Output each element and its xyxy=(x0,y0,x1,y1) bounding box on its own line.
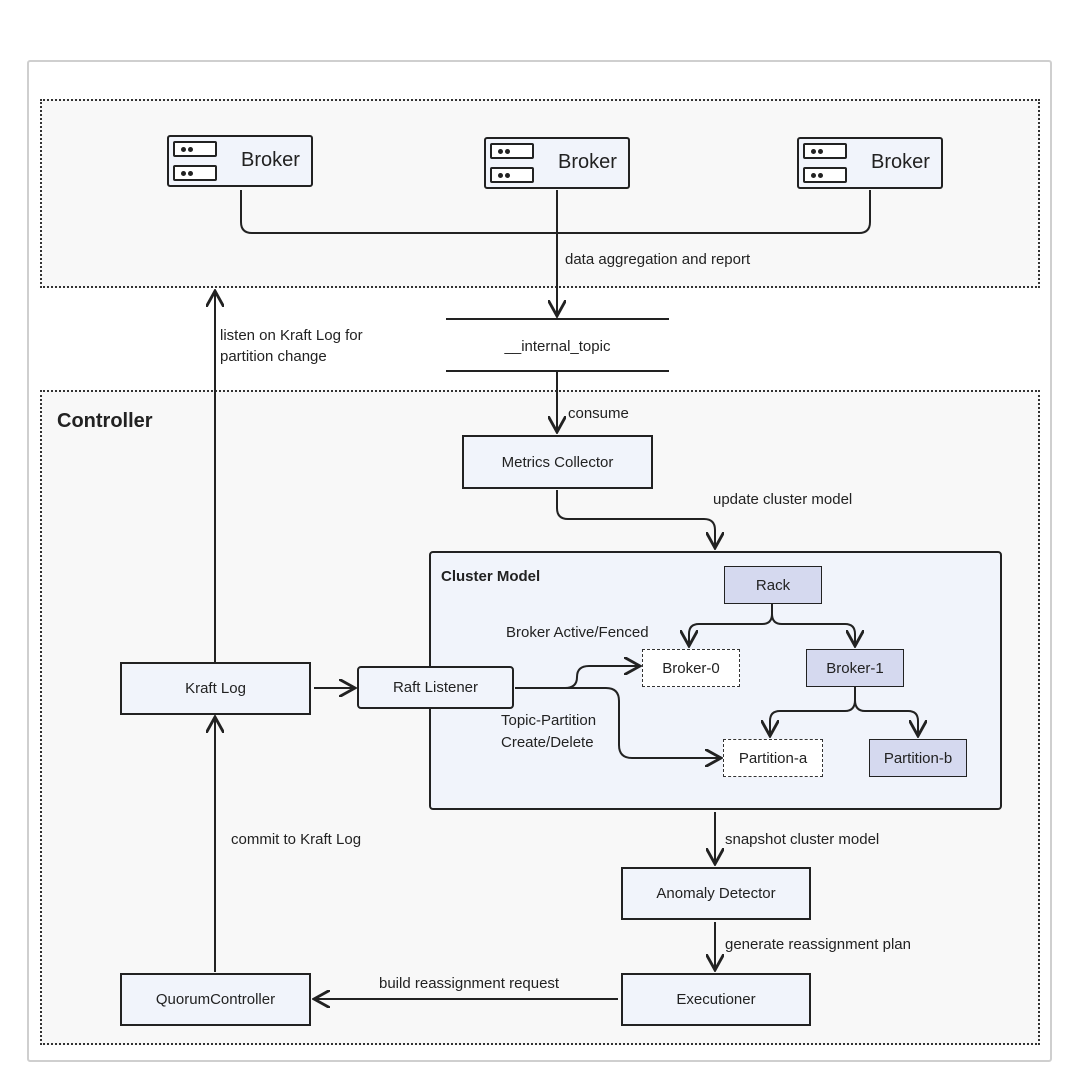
broker-state-label: Broker Active/Fenced xyxy=(506,624,649,641)
snapshot-label: snapshot cluster model xyxy=(725,831,880,848)
diagram-frame xyxy=(27,60,1052,1062)
server-slot-icon xyxy=(803,143,847,159)
rack-node: Rack xyxy=(724,566,822,604)
cluster-model-title: Cluster Model xyxy=(441,568,541,585)
server-slot-icon xyxy=(490,143,534,159)
build-label: build reassignment request xyxy=(379,975,560,992)
broker-zone xyxy=(40,99,1040,288)
generate-label: generate reassignment plan xyxy=(725,936,911,953)
topic-partition-label-line1: Topic-Partition xyxy=(501,712,597,729)
broker-node: Broker xyxy=(484,137,630,189)
broker-node: Broker xyxy=(797,137,943,189)
update-label: update cluster model xyxy=(713,491,853,508)
partition-b-node: Partition-b xyxy=(869,739,967,777)
aggregation-label: data aggregation and report xyxy=(565,251,751,268)
topic-top-bar xyxy=(446,318,669,320)
raft-listener-node: Raft Listener xyxy=(357,666,514,709)
broker-0-node: Broker-0 xyxy=(642,649,740,687)
anomaly-detector-node: Anomaly Detector xyxy=(621,867,811,920)
broker-node: Broker xyxy=(167,135,313,187)
broker-1-node: Broker-1 xyxy=(806,649,904,687)
executioner-node: Executioner xyxy=(621,973,811,1026)
server-slot-icon xyxy=(173,141,217,157)
broker-label: Broker xyxy=(871,151,930,173)
metrics-collector-node: Metrics Collector xyxy=(462,435,653,489)
broker-label: Broker xyxy=(241,149,300,171)
server-slot-icon xyxy=(803,167,847,183)
broker-label: Broker xyxy=(558,151,617,173)
commit-label: commit to Kraft Log xyxy=(231,831,362,848)
controller-title: Controller xyxy=(57,410,153,432)
quorum-controller-node: QuorumController xyxy=(120,973,311,1026)
listen-label-line1: listen on Kraft Log for xyxy=(220,327,363,344)
kraft-log-node: Kraft Log xyxy=(120,662,311,715)
topic-bottom-bar xyxy=(446,370,669,372)
listen-label-line2: partition change xyxy=(220,348,327,365)
server-slot-icon xyxy=(490,167,534,183)
topic-partition-label-line2: Create/Delete xyxy=(501,734,594,751)
server-slot-icon xyxy=(173,165,217,181)
internal-topic-label: __internal_topic xyxy=(504,338,611,355)
consume-label: consume xyxy=(568,405,629,422)
partition-a-node: Partition-a xyxy=(723,739,823,777)
